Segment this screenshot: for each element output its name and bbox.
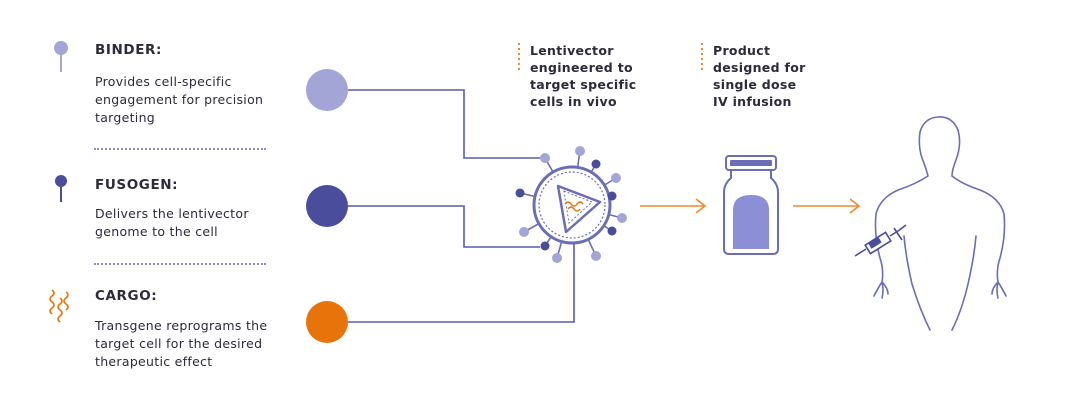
lentivector-particle [515, 146, 627, 263]
cargo-connector [348, 240, 575, 323]
legend-separator-2 [94, 263, 266, 265]
fusogen-icon [55, 175, 67, 202]
binder-description: Provides cell-specific engagement for pr… [95, 74, 264, 125]
binder-connector [348, 89, 540, 159]
fusogen-circle [306, 185, 348, 227]
cargo-description: Transgene reprograms the target cell for… [95, 318, 268, 369]
syringe-icon [854, 224, 907, 257]
fusogen-description: Delivers the lentivector genome to the c… [95, 206, 249, 239]
arrow-1 [640, 198, 707, 214]
fusogen-title: FUSOGEN: [95, 177, 179, 193]
cargo-icon [49, 289, 69, 323]
product-note: Product designed for single dose IV infu… [713, 43, 806, 109]
legend-separator-1 [94, 148, 266, 150]
lentivector-note: Lentivector engineered to target specifi… [530, 43, 637, 109]
vial-icon [723, 155, 779, 255]
binder-circle [306, 69, 348, 111]
human-figure-icon [873, 116, 1007, 331]
cargo-title: CARGO: [95, 288, 158, 304]
arrow-2 [793, 198, 861, 214]
cargo-circle [306, 301, 348, 343]
binder-icon [54, 41, 68, 72]
binder-title: BINDER: [95, 42, 163, 58]
fusogen-connector [348, 205, 540, 248]
